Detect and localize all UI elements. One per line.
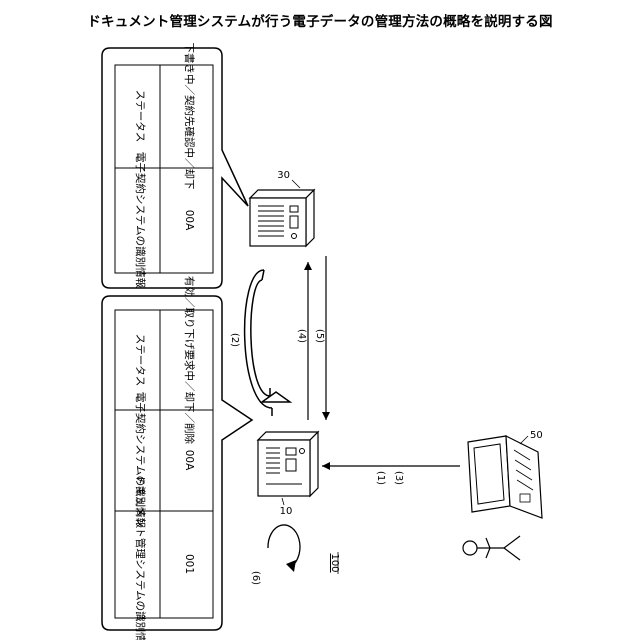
arrow-step-1-3 [322, 462, 460, 470]
arrow-step-2 [245, 270, 290, 416]
bottom-table-header-doc-id: ドキュメント管理システムの識別情報 [134, 475, 147, 640]
step-6-label: (6) [250, 571, 261, 585]
step-2-label: (2) [229, 333, 240, 347]
step-3-label: (3) [393, 471, 404, 485]
bottom-table-cell-doc-id: 001 [183, 554, 195, 574]
bottom-table-cell-contract-id: 00A [183, 450, 195, 471]
laptop-50-label: 50 [530, 430, 543, 441]
server-10-icon [258, 432, 318, 496]
bottom-table-cell-status: 有効／取り下げ要求中／却下／削除 [183, 276, 196, 444]
step-4-label: (4) [296, 329, 307, 343]
server-10-label: 10 [280, 506, 293, 517]
top-table-header-status: ステータス [134, 90, 146, 143]
top-table-cell-status: 下書き中／契約先確認中／却下 [183, 43, 196, 190]
step-1-label: (1) [375, 471, 386, 485]
top-table-bubble [102, 48, 248, 288]
user-icon [463, 536, 520, 560]
step-5-label: (5) [314, 329, 325, 343]
bottom-table-header-status: ステータス [134, 334, 146, 387]
server-30-label: 30 [277, 170, 290, 181]
laptop-50-icon [468, 436, 542, 518]
server-30-icon [250, 190, 314, 246]
arrow-step-6 [268, 525, 300, 572]
top-table-cell-contract-id: 00A [183, 210, 195, 231]
top-table-header-contract-id: 電子契約システムの識別情報 [134, 152, 147, 289]
